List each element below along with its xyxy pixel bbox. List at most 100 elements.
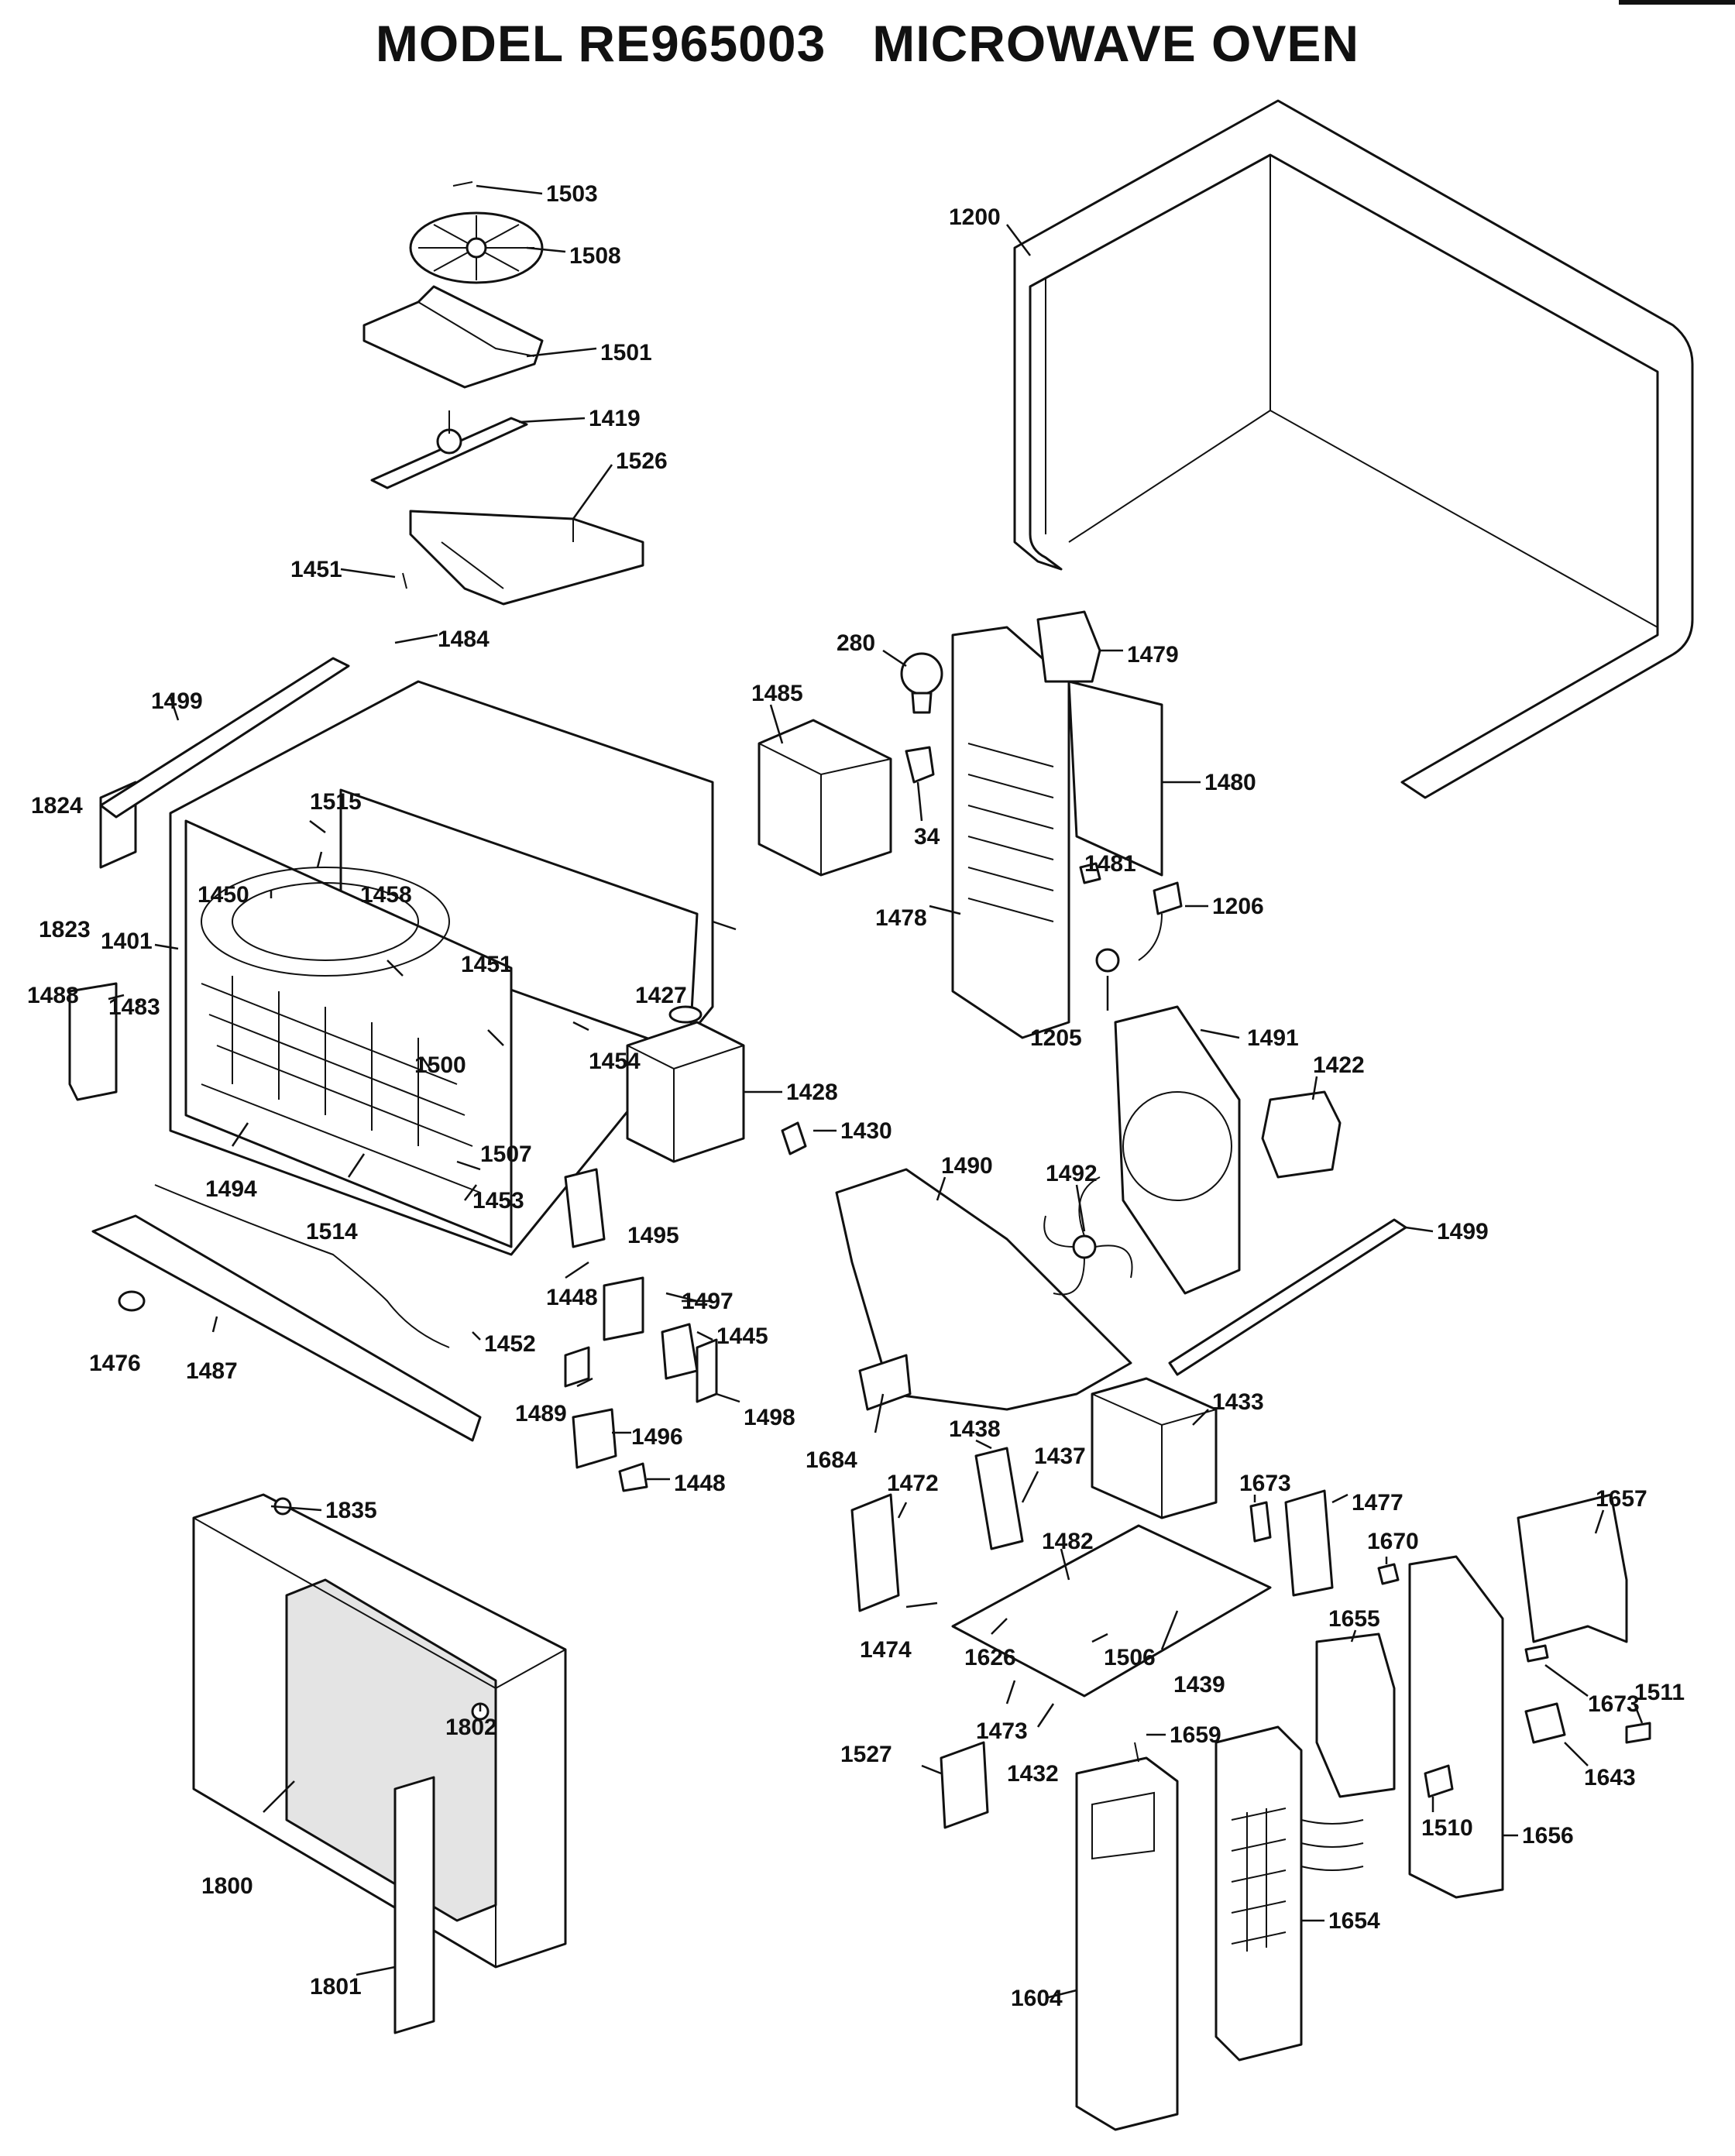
label-1673-lower: 1673	[1588, 1691, 1640, 1717]
label-1823: 1823	[39, 917, 91, 942]
label-1485: 1485	[751, 681, 803, 706]
label-1527: 1527	[840, 1742, 892, 1767]
label-1507: 1507	[480, 1142, 532, 1167]
label-1654: 1654	[1328, 1908, 1380, 1934]
label-1476: 1476	[89, 1351, 141, 1376]
label-1453: 1453	[472, 1188, 524, 1214]
door-assembly	[192, 1493, 567, 2034]
terminal-blocks	[1249, 1489, 1400, 1597]
label-1206: 1206	[1212, 894, 1264, 919]
label-1419: 1419	[589, 406, 641, 431]
stirrer-cover	[362, 285, 544, 389]
thermal-cutout	[781, 1121, 807, 1155]
label-1500: 1500	[414, 1052, 466, 1078]
small-parts	[1079, 862, 1120, 973]
label-1479: 1479	[1127, 642, 1179, 668]
label-1473: 1473	[976, 1718, 1028, 1744]
label-1508: 1508	[569, 243, 621, 269]
label-1489: 1489	[515, 1401, 567, 1426]
stirrer-shaft-bracket	[370, 410, 528, 489]
label-1655: 1655	[1328, 1606, 1380, 1632]
label-1503: 1503	[546, 181, 598, 207]
label-1499-left: 1499	[151, 688, 203, 714]
label-1481: 1481	[1084, 851, 1136, 877]
control-board	[1315, 1632, 1396, 1798]
label-1801: 1801	[310, 1974, 362, 2000]
model-number: MODEL RE965003	[375, 15, 826, 72]
page-title: MODEL RE965003 MICROWAVE OVEN	[0, 14, 1735, 73]
product-name: MICROWAVE OVEN	[872, 15, 1360, 72]
label-1673-upper: 1673	[1239, 1471, 1291, 1496]
label-1491: 1491	[1247, 1025, 1299, 1051]
label-1205: 1205	[1030, 1025, 1082, 1051]
label-1483: 1483	[108, 994, 160, 1020]
label-1501: 1501	[600, 340, 652, 366]
power-cord	[1138, 881, 1183, 961]
touch-keypad	[1214, 1725, 1364, 2062]
part-labels: 1503 1508 1501 1419 1526 1451 1484 1499 …	[27, 181, 1685, 2011]
label-1626: 1626	[964, 1645, 1016, 1670]
label-1835: 1835	[325, 1498, 377, 1523]
label-1484: 1484	[438, 627, 490, 652]
control-frame	[1408, 1555, 1504, 1899]
outer-cabinet	[1013, 99, 1694, 799]
label-1495: 1495	[627, 1223, 679, 1248]
label-1670: 1670	[1367, 1529, 1419, 1554]
label-1437: 1437	[1034, 1444, 1086, 1469]
hinge-plate	[68, 982, 118, 1101]
air-duct	[951, 626, 1070, 1039]
label-1450: 1450	[198, 882, 249, 908]
label-1448-lower: 1448	[674, 1471, 726, 1496]
small-components	[1424, 1644, 1651, 1798]
stirrer-fan	[409, 181, 544, 284]
air-guide	[402, 510, 644, 606]
label-1477: 1477	[1352, 1490, 1403, 1516]
label-1430: 1430	[840, 1118, 892, 1144]
label-1432: 1432	[1007, 1761, 1059, 1787]
label-1499-right: 1499	[1437, 1219, 1489, 1245]
control-bracket	[850, 1493, 900, 1612]
label-1478: 1478	[875, 905, 927, 931]
label-1445: 1445	[716, 1323, 768, 1349]
label-1515: 1515	[310, 789, 362, 815]
interlock-switches	[564, 1168, 718, 1492]
label-1458: 1458	[360, 882, 412, 908]
label-1511: 1511	[1634, 1680, 1685, 1705]
label-1800: 1800	[201, 1873, 253, 1899]
cover-shield	[1517, 1493, 1628, 1643]
light-cover	[758, 719, 892, 877]
control-panel	[1075, 1756, 1179, 2131]
label-1439: 1439	[1173, 1672, 1225, 1698]
label-1643: 1643	[1584, 1765, 1636, 1790]
label-1451-cavity: 1451	[461, 952, 513, 977]
lamp	[900, 652, 943, 714]
label-1200: 1200	[949, 204, 1001, 230]
duct-side-panel	[1067, 680, 1163, 877]
lamp-socket	[905, 746, 935, 784]
label-1474: 1474	[860, 1637, 912, 1663]
fan-blade	[1043, 1176, 1133, 1296]
label-1438: 1438	[949, 1416, 1001, 1442]
label-1497: 1497	[682, 1289, 734, 1314]
label-1428: 1428	[786, 1080, 838, 1105]
label-1604: 1604	[1011, 1986, 1063, 2011]
label-1448-upper: 1448	[546, 1285, 598, 1310]
label-1657: 1657	[1596, 1486, 1647, 1512]
label-1452: 1452	[484, 1331, 536, 1357]
mounting-bracket	[940, 1741, 989, 1829]
base-plate	[951, 1524, 1272, 1698]
label-1659: 1659	[1170, 1722, 1221, 1748]
label-280: 280	[837, 630, 875, 656]
duct-panel	[1036, 610, 1101, 683]
capacitor	[974, 1447, 1024, 1550]
label-1490: 1490	[941, 1153, 993, 1179]
fan-orifice	[1114, 1005, 1241, 1295]
label-1480: 1480	[1204, 770, 1256, 795]
label-1488: 1488	[27, 983, 79, 1008]
fan-motor	[1261, 1090, 1342, 1179]
label-1433: 1433	[1212, 1389, 1264, 1415]
label-1472: 1472	[887, 1471, 939, 1496]
label-1482: 1482	[1042, 1529, 1094, 1554]
magnetron	[626, 1005, 745, 1163]
